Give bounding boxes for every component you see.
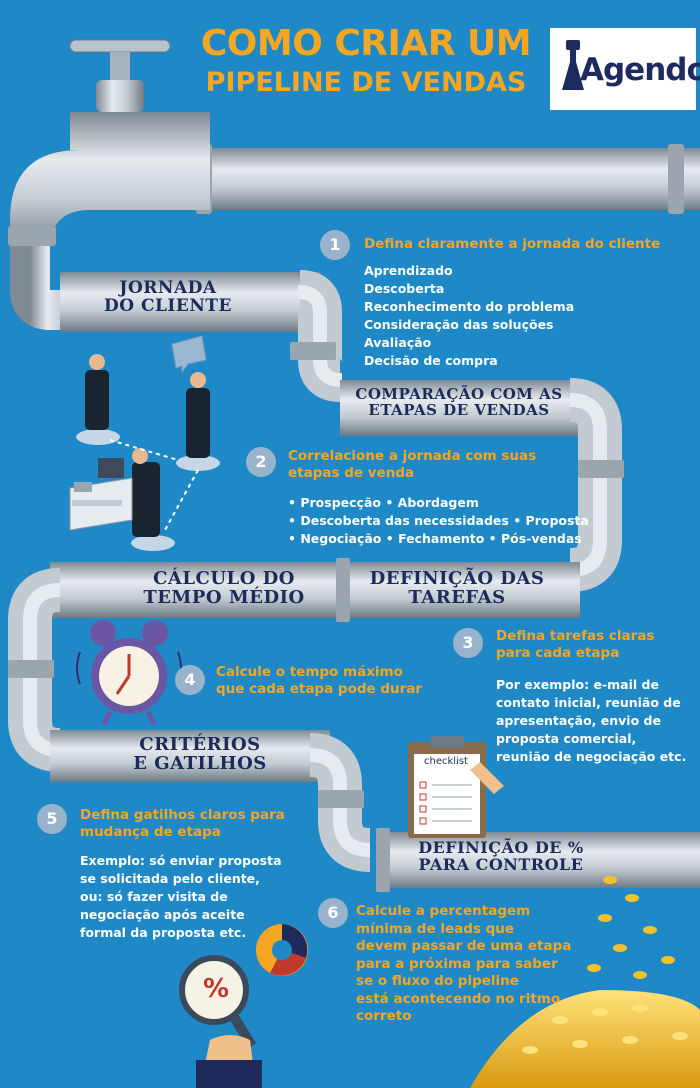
checklist-label: checklist xyxy=(424,756,468,767)
list-item: • Descoberta das necessidades • Proposta xyxy=(288,513,589,528)
list-item: Avaliação xyxy=(364,335,432,350)
step-number-5: 5 xyxy=(37,804,67,834)
step-6-heading: Calcule a percentagem mínima de leads qu… xyxy=(356,903,572,1024)
list-item: negociação após aceite xyxy=(80,907,245,922)
computer-desk-icon xyxy=(69,458,133,531)
pie-chart-icon xyxy=(256,924,308,976)
magnifier-percent-icon xyxy=(179,955,262,1088)
title-line-1: COMO CRIAR UM xyxy=(200,23,532,64)
step-number-6: 6 xyxy=(318,898,348,928)
pipe-path xyxy=(8,246,700,892)
list-item: ou: só fazer visita de xyxy=(80,889,228,904)
percent-symbol: % xyxy=(203,974,230,1004)
list-item: proposta comercial, xyxy=(496,731,637,746)
list-item: Aprendizado xyxy=(364,263,453,278)
step-1-heading: Defina claramente a jornada do cliente xyxy=(364,236,661,252)
pipe-label-definicao-tarefas: DEFINIÇÃO DAS TAREFAS xyxy=(369,568,545,608)
list-item: Exemplo: só enviar proposta xyxy=(80,853,282,868)
agendor-logo: Agendor xyxy=(550,28,700,110)
pipe-label-jornada: JORNADA DO CLIENTE xyxy=(103,278,232,316)
list-item: Descoberta xyxy=(364,281,445,296)
logo-text: Agendor xyxy=(580,52,700,88)
step-3-heading: Defina tarefas claras para cada etapa xyxy=(496,628,655,661)
list-item: Por exemplo: e-mail de xyxy=(496,677,659,692)
list-item: Consideração das soluções xyxy=(364,317,554,332)
list-item: contato inicial, reunião de xyxy=(496,695,681,710)
business-people-icon xyxy=(76,354,220,551)
step-5-items: Exemplo: só enviar proposta se solicitad… xyxy=(80,852,282,942)
logo-mark-icon xyxy=(562,40,584,90)
list-item: • Negociação • Fechamento • Pós-vendas xyxy=(288,531,582,546)
pipe-top xyxy=(196,144,700,214)
pipe-label-comparacao: COMPARAÇÃO COM AS ETAPAS DE VENDAS xyxy=(355,385,563,419)
checklist-icon xyxy=(408,736,504,838)
gold-coins-icon xyxy=(470,876,700,1088)
title-line-2: PIPELINE DE VENDAS xyxy=(205,66,527,98)
pipe-label-definicao-percent: DEFINIÇÃO DE % PARA CONTROLE xyxy=(418,838,584,874)
list-item: se solicitada pelo cliente, xyxy=(80,871,260,886)
page-title: COMO CRIAR UM PIPELINE DE VENDAS xyxy=(196,24,536,97)
speech-bubble-icon xyxy=(171,335,207,374)
step-2-items: • Prospecção • Abordagem • Descoberta da… xyxy=(288,494,589,548)
list-item: • Prospecção • Abordagem xyxy=(288,495,479,510)
list-item: formal da proposta etc. xyxy=(80,925,247,940)
step-5-heading: Defina gatilhos claros para mudança de e… xyxy=(80,807,285,840)
step-number-1: 1 xyxy=(320,230,350,260)
step-2-heading: Correlacione a jornada com suas etapas d… xyxy=(288,448,537,481)
step-number-4: 4 xyxy=(175,665,205,695)
faucet-icon xyxy=(8,39,210,250)
pipe-label-calculo: CÁLCULO DO TEMPO MÉDIO xyxy=(143,568,305,608)
list-item: Reconhecimento do problema xyxy=(364,299,575,314)
alarm-clock-icon xyxy=(76,620,182,726)
pipe-label-criterios: CRITÉRIOS E GATILHOS xyxy=(133,734,267,774)
step-number-3: 3 xyxy=(453,628,483,658)
step-number-2: 2 xyxy=(246,447,276,477)
step-3-items: Por exemplo: e-mail de contato inicial, … xyxy=(496,676,686,766)
step-1-items: Aprendizado Descoberta Reconhecimento do… xyxy=(364,262,574,370)
step-4-heading: Calcule o tempo máximo que cada etapa po… xyxy=(216,664,423,697)
list-item: reunião de negociação etc. xyxy=(496,749,687,764)
list-item: apresentação, envio de xyxy=(496,713,661,728)
list-item: Decisão de compra xyxy=(364,353,498,368)
